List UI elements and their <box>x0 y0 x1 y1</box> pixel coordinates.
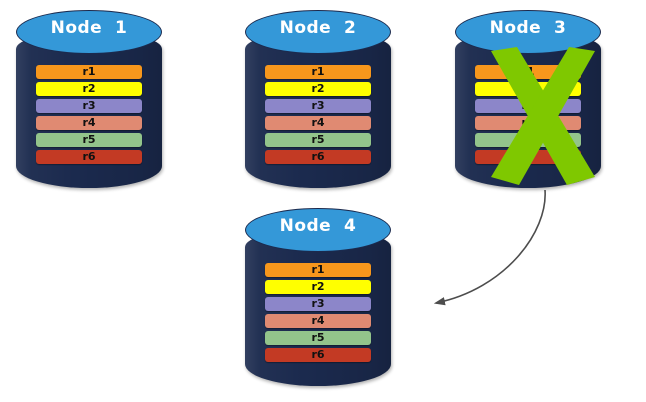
record-bar[interactable]: r3 <box>265 297 371 311</box>
record-bar[interactable]: r5 <box>265 331 371 345</box>
node-2-record-list: r1 r2 r3 r4 r5 r6 <box>265 65 371 164</box>
record-bar[interactable]: r3 <box>36 99 142 113</box>
record-bar[interactable]: r4 <box>36 116 142 130</box>
node-4-cylinder-top <box>245 208 391 252</box>
node-1-cylinder-top <box>16 10 162 54</box>
record-bar[interactable]: r6 <box>265 150 371 164</box>
node-4-label: Node 4 <box>279 216 357 236</box>
node-2-label: Node 2 <box>279 18 357 38</box>
arrow-node3-to-node4 <box>433 189 546 306</box>
node-2-cylinder-top <box>245 10 391 54</box>
record-bar[interactable]: r3 <box>265 99 371 113</box>
record-bar[interactable]: r6 <box>475 150 581 164</box>
record-bar[interactable]: r4 <box>265 116 371 130</box>
record-bar[interactable]: r5 <box>475 133 581 147</box>
node-4-record-list: r1 r2 r3 r4 r5 r6 <box>265 263 371 362</box>
record-bar[interactable]: r5 <box>36 133 142 147</box>
node-3[interactable]: Node 3 r1 r2 r3 r4 r5 r6 <box>455 10 601 188</box>
record-bar[interactable]: r2 <box>475 82 581 96</box>
node-4[interactable]: Node 4 r1 r2 r3 r4 r5 r6 <box>245 208 391 386</box>
node-2[interactable]: Node 2 r1 r2 r3 r4 r5 r6 <box>245 10 391 188</box>
record-bar[interactable]: r5 <box>265 133 371 147</box>
node-1-record-list: r1 r2 r3 r4 r5 r6 <box>36 65 142 164</box>
record-bar[interactable]: r6 <box>36 150 142 164</box>
record-bar[interactable]: r1 <box>265 65 371 79</box>
node-1-label: Node 1 <box>50 18 128 38</box>
record-bar[interactable]: r1 <box>265 263 371 277</box>
record-bar[interactable]: r2 <box>265 280 371 294</box>
node-3-cylinder-top <box>455 10 601 54</box>
node-3-label: Node 3 <box>489 18 567 38</box>
record-bar[interactable]: r1 <box>475 65 581 79</box>
record-bar[interactable]: r1 <box>36 65 142 79</box>
record-bar[interactable]: r4 <box>475 116 581 130</box>
record-bar[interactable]: r6 <box>265 348 371 362</box>
record-bar[interactable]: r2 <box>265 82 371 96</box>
node-3-record-list: r1 r2 r3 r4 r5 r6 <box>475 65 581 164</box>
node-1[interactable]: Node 1 r1 r2 r3 r4 r5 r6 <box>16 10 162 188</box>
record-bar[interactable]: r4 <box>265 314 371 328</box>
record-bar[interactable]: r2 <box>36 82 142 96</box>
record-bar[interactable]: r3 <box>475 99 581 113</box>
